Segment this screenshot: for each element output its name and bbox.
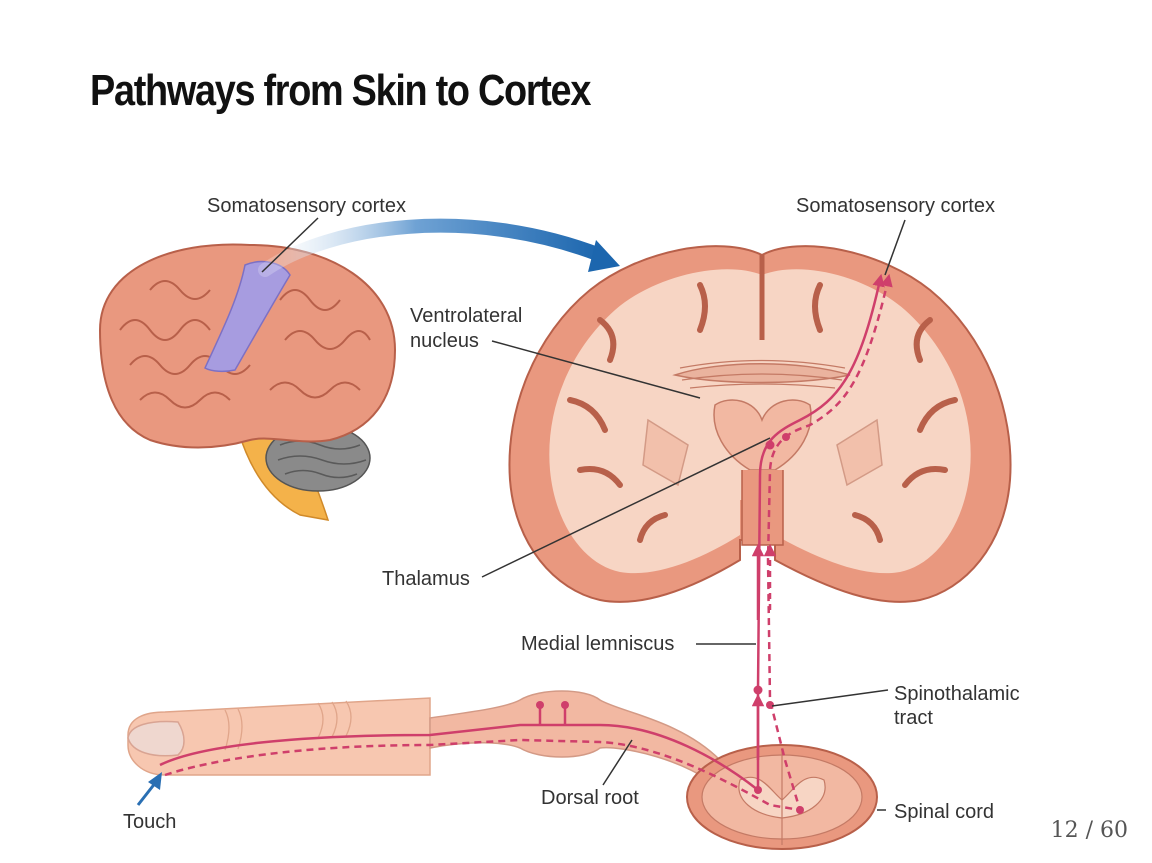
lateral-brain	[98, 243, 397, 521]
blue-curved-arrow	[258, 218, 620, 277]
label-dorsal-root: Dorsal root	[541, 787, 639, 809]
slide-title: Pathways from Skin to Cortex	[90, 66, 591, 115]
label-medial-lemniscus: Medial lemniscus	[521, 633, 674, 655]
pain-pathway-dashed	[164, 273, 893, 812]
spinal-cord-section	[686, 744, 878, 850]
label-thalamus: Thalamus	[382, 568, 470, 590]
page-number: 12 / 60	[1050, 818, 1128, 843]
somatosensory-strip-highlight	[204, 260, 291, 373]
fingernail	[127, 720, 185, 757]
leader-lines	[261, 217, 906, 811]
label-ventrolateral-line1: Ventrolateral	[410, 305, 522, 327]
synapse-dots	[536, 433, 804, 814]
pathways	[159, 273, 893, 812]
finger	[127, 697, 431, 776]
label-touch: Touch	[123, 811, 176, 833]
corpus-callosum	[672, 363, 851, 384]
coronal-brain-section	[508, 245, 1012, 603]
touch-pathway-solid	[159, 273, 885, 793]
label-spinothalamic-line1: Spinothalamic	[894, 683, 1020, 705]
label-ventrolateral-line2: nucleus	[410, 330, 479, 352]
label-somatosensory-cortex-right: Somatosensory cortex	[796, 195, 995, 217]
label-spinothalamic-line2: tract	[894, 707, 933, 729]
label-spinal-cord: Spinal cord	[894, 801, 994, 823]
label-somatosensory-cortex-left: Somatosensory cortex	[207, 195, 406, 217]
touch-arrow	[136, 772, 162, 806]
